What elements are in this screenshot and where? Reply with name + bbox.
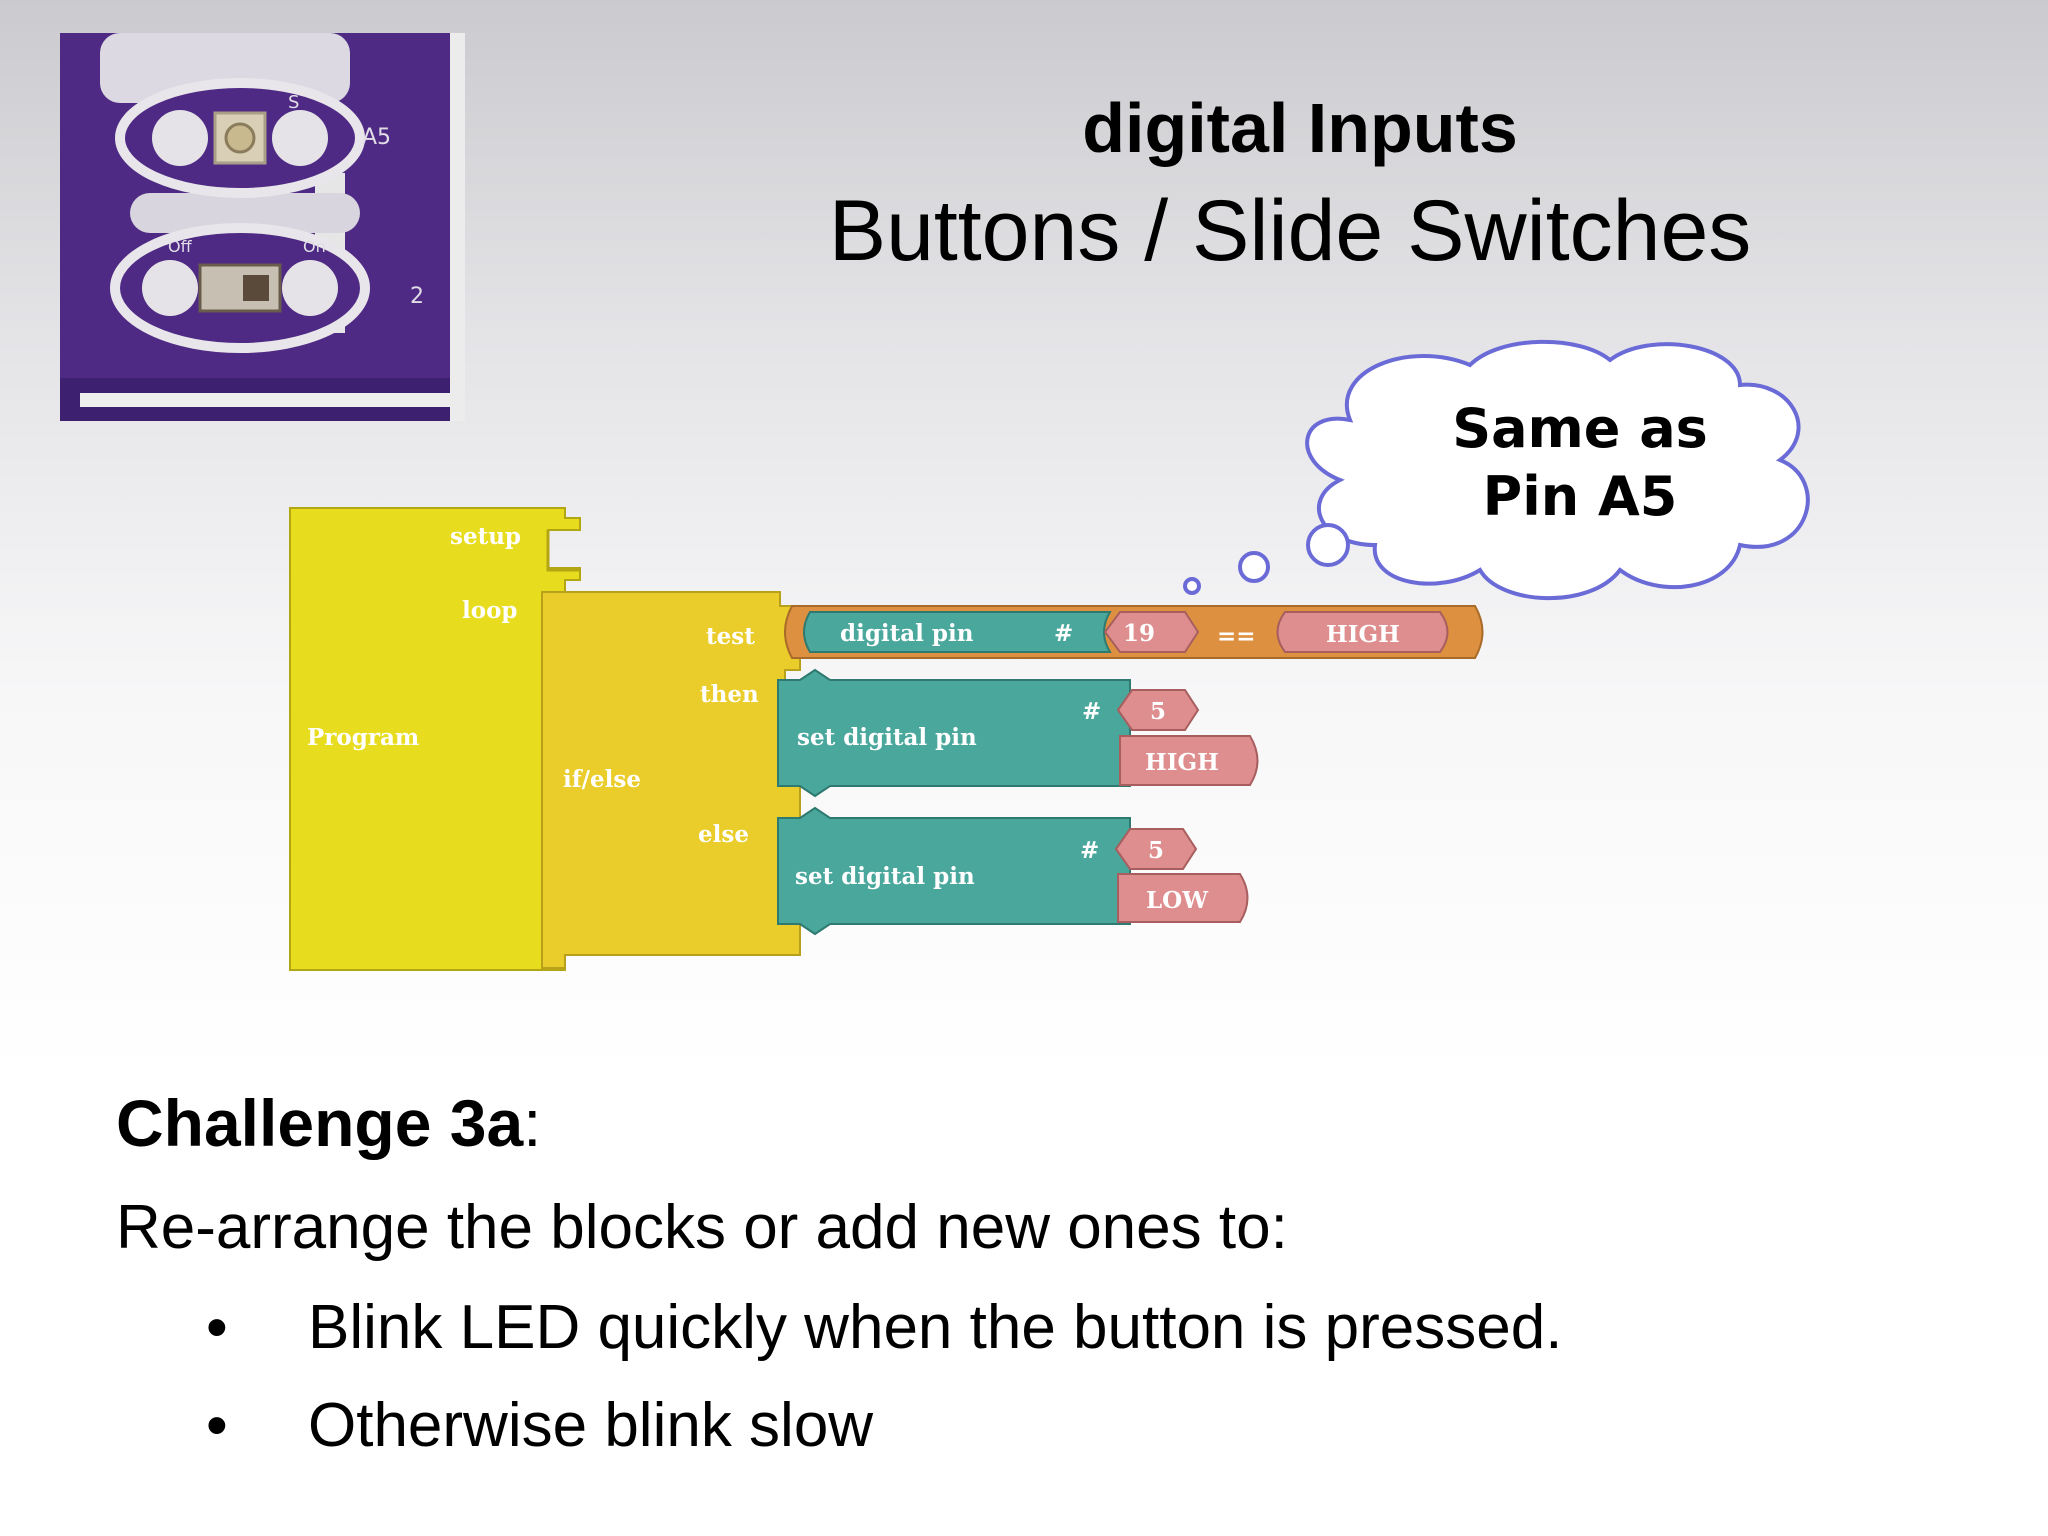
else-pin-number-text: 5 <box>1148 837 1164 864</box>
else-hash: # <box>1080 837 1099 864</box>
else-pin-number[interactable]: 5 <box>1114 828 1198 870</box>
board-pin2-label: 2 <box>410 284 424 309</box>
pin-read-value[interactable]: 19 <box>1103 611 1200 653</box>
board-on-label: On <box>303 237 326 256</box>
board-off-label: Off <box>168 237 193 256</box>
then-set-pin-label: set digital pin <box>797 724 977 751</box>
loop-label: loop <box>462 597 518 624</box>
compare-op: == <box>1217 623 1256 650</box>
bullet-item-1: Blink LED quickly when the button is pre… <box>308 1293 1563 1362</box>
else-label: else <box>698 821 749 848</box>
thought-bubble <box>1183 339 1810 601</box>
board-s-label: S <box>288 92 299 113</box>
ifelse-block[interactable]: if/else test then else <box>541 591 801 969</box>
thought-line-2: Pin A5 <box>1482 465 1678 528</box>
compare-value[interactable]: HIGH <box>1276 611 1449 653</box>
then-label: then <box>700 681 759 708</box>
challenge-heading: Challenge 3a: <box>116 1085 542 1161</box>
thought-bubble-text: Same as Pin A5 <box>1400 395 1760 531</box>
challenge-title: Challenge 3a <box>116 1086 524 1160</box>
challenge-colon: : <box>523 1086 542 1160</box>
bullet-item-2: Otherwise blink slow <box>308 1391 874 1460</box>
thought-line-1: Same as <box>1452 397 1708 460</box>
bullet-marker-1: • <box>206 1293 228 1362</box>
else-pin-value[interactable]: LOW <box>1117 873 1249 923</box>
compare-value-text: HIGH <box>1326 621 1400 648</box>
bullet-marker-2: • <box>206 1391 228 1460</box>
digital-pin-label: digital pin <box>840 620 974 647</box>
pin-read-number: 19 <box>1123 620 1155 647</box>
code-blocks: Program setup loop if/else test then els… <box>289 507 1484 971</box>
else-set-pin-block[interactable]: set digital pin # <box>777 806 1131 936</box>
program-block[interactable]: Program setup loop <box>289 507 581 971</box>
challenge-instruction: Re-arrange the blocks or add new ones to… <box>116 1193 1288 1262</box>
else-pin-value-text: LOW <box>1146 887 1209 914</box>
ifelse-label: if/else <box>563 766 641 793</box>
then-pin-value[interactable]: HIGH <box>1119 735 1259 786</box>
then-pin-number[interactable]: 5 <box>1116 689 1200 731</box>
test-label: test <box>706 623 755 650</box>
setup-label: setup <box>450 523 521 550</box>
then-pin-value-text: HIGH <box>1145 749 1219 776</box>
else-set-pin-label: set digital pin <box>795 863 975 890</box>
slide-title: digital Inputs <box>1082 89 1518 167</box>
board-pin-label: A5 <box>362 125 391 150</box>
slide-subtitle: Buttons / Slide Switches <box>828 183 1752 279</box>
then-set-pin-block[interactable]: set digital pin # <box>777 668 1131 798</box>
digital-pin-read-block[interactable]: digital pin # <box>803 611 1112 653</box>
digital-pin-hash: # <box>1054 620 1073 647</box>
then-pin-number-text: 5 <box>1150 698 1166 725</box>
program-label: Program <box>307 724 419 751</box>
then-hash: # <box>1082 698 1101 725</box>
lilypad-board-photo: A5 2 Off On S <box>60 33 465 421</box>
